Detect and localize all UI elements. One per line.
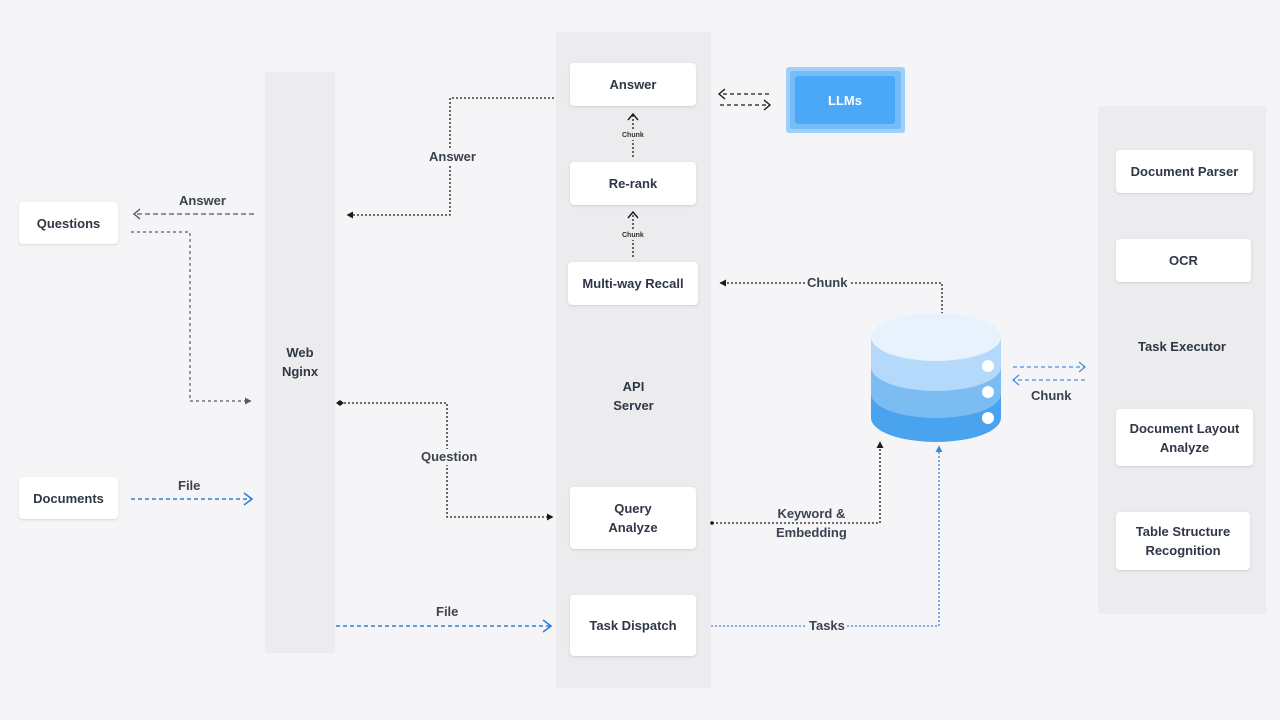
answer-edge-label-left: Answer xyxy=(177,193,228,209)
multiway-recall-box[interactable]: Multi-way Recall xyxy=(568,262,698,305)
database-icon xyxy=(871,313,1001,442)
questions-box[interactable]: Questions xyxy=(19,202,118,244)
question-edge-label: Question xyxy=(419,449,480,465)
document-layout-analyze-box[interactable]: Document Layout Analyze xyxy=(1116,409,1253,466)
api-server-label: API Server xyxy=(613,379,654,413)
ocr-box[interactable]: OCR xyxy=(1116,239,1251,282)
llms-box[interactable]: LLMs xyxy=(795,76,895,124)
table-structure-recognition-box[interactable]: Table Structure Recognition xyxy=(1116,512,1250,570)
web-nginx-column xyxy=(265,72,335,653)
file-edge-label-bottom: File xyxy=(434,604,461,620)
document-parser-box[interactable]: Document Parser xyxy=(1116,150,1253,193)
task-dispatch-box[interactable]: Task Dispatch xyxy=(570,595,696,656)
documents-box[interactable]: Documents xyxy=(19,477,118,519)
query-analyze-box[interactable]: Query Analyze xyxy=(570,487,696,549)
chunk-label-rerank-to-answer: Chunk xyxy=(621,131,645,140)
answer-box[interactable]: Answer xyxy=(570,63,696,106)
answer-edge-label-top: Answer xyxy=(427,149,478,165)
chunk-edge-label-recall: Chunk xyxy=(805,275,850,291)
api-server-column xyxy=(556,32,711,688)
chunk-edge-label-executor: Chunk xyxy=(1029,388,1074,404)
task-executor-label: Task Executor xyxy=(1138,338,1226,354)
keyword-embedding-edge-label: Keyword & Embedding xyxy=(776,506,847,540)
web-nginx-label: Web Nginx xyxy=(281,345,319,379)
file-edge-label-left: File xyxy=(176,478,203,494)
chunk-label-recall-to-rerank: Chunk xyxy=(621,231,645,240)
tasks-edge-label: Tasks xyxy=(807,618,847,634)
rerank-box[interactable]: Re-rank xyxy=(570,162,696,205)
